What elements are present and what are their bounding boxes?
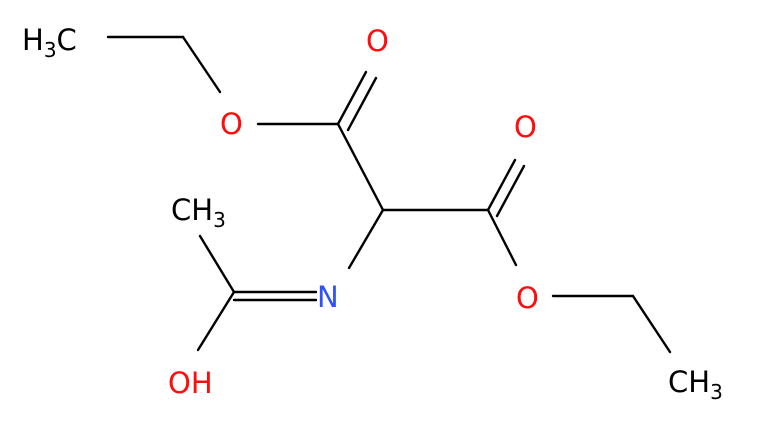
label-oh: OH	[168, 366, 213, 400]
label-o-ester2-double: O	[514, 110, 537, 144]
bond-carbonyl2-b	[495, 164, 526, 218]
bond-carbonyl1-a	[336, 70, 368, 126]
bond-calpha-n	[347, 208, 385, 270]
label-o-ester2-single: O	[516, 281, 539, 315]
label-h3c: H3C	[22, 23, 77, 62]
bond-ch2-o	[181, 35, 222, 94]
label-o-ester1-double: O	[366, 24, 389, 58]
bond-c-ester1-calpha	[336, 122, 385, 212]
label-ch3-bottom-right: CH3	[668, 365, 723, 404]
bond-c-ester2-o	[486, 208, 518, 267]
bond-ch2-ch3	[631, 294, 672, 354]
bond-c-oh	[196, 290, 236, 352]
bond-carbonyl1-b	[346, 76, 378, 132]
label-n-imine: N	[317, 280, 339, 314]
bond-c-ch3-acetyl	[198, 234, 236, 294]
label-ch3-acetyl: CH3	[171, 193, 226, 232]
label-o-ester1-single: O	[220, 107, 243, 141]
atom-label-group: H3C O O O O CH3 CH3 N OH	[22, 23, 723, 404]
bond-group	[106, 35, 672, 354]
bond-carbonyl2-a	[486, 158, 517, 212]
